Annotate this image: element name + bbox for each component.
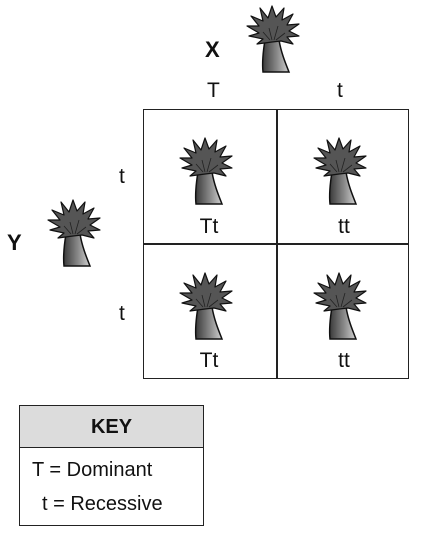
cell-genotype: tt (338, 215, 350, 238)
sea-anemone-icon (310, 136, 370, 208)
sea-anemone-icon (176, 136, 236, 208)
allele-x-2: t (337, 79, 343, 102)
sea-anemone-icon (44, 198, 104, 270)
key-line-recessive: t = Recessive (42, 493, 163, 515)
parent-y-label: Y (7, 230, 22, 255)
key-box: KEY T = Dominant t = Recessive (19, 405, 204, 526)
allele-y-1: t (119, 165, 125, 188)
key-title: KEY (20, 406, 203, 448)
allele-y-2: t (119, 302, 125, 325)
parent-x-label: X (205, 37, 220, 62)
sea-anemone-icon (176, 271, 236, 343)
cell-genotype: Tt (199, 349, 219, 372)
sea-anemone-icon (310, 271, 370, 343)
cell-genotype: Tt (199, 215, 219, 238)
allele-x-1: T (207, 79, 220, 102)
key-line-dominant: T = Dominant (32, 459, 153, 481)
grid-divider-horizontal (143, 243, 409, 245)
sea-anemone-icon (243, 4, 303, 76)
cell-genotype: tt (338, 349, 350, 372)
